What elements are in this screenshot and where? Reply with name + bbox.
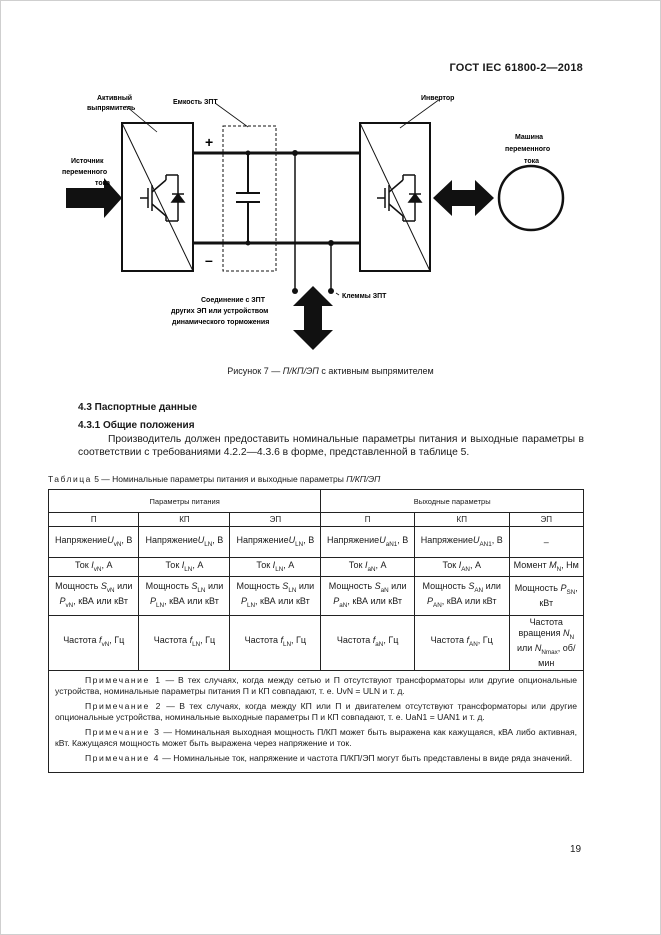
group-header-supply: Параметры питания	[47, 489, 322, 513]
table-cell: НапряжениеUAN1, В	[413, 526, 510, 558]
table-note: Примечание 2 — В тех случаях, когда межд…	[55, 700, 577, 722]
column-header: ЭП	[508, 512, 584, 527]
table-cell: Мощность SvN или PvN, кВА или кВт	[47, 576, 140, 616]
standard-header: ГОСТ IEC 61800-2—2018	[449, 62, 583, 74]
label-connection-1: Соединение с ЗПТ	[201, 297, 266, 304]
label-rectifier-2: выпрямитель	[87, 105, 136, 112]
label-connection-2: других ЭП или устройством	[171, 307, 268, 315]
body-paragraph: Производитель должен предоставить номина…	[78, 434, 584, 458]
table-cell: Частота fAN, Гц	[413, 615, 510, 671]
column-header: П	[320, 512, 415, 527]
column-header: КП	[413, 512, 510, 527]
column-header: П	[47, 512, 140, 527]
igbt-icon-inverter	[377, 174, 423, 222]
table-caption: Таблица 5 — Номинальные параметры питани…	[48, 474, 381, 484]
igbt-icon-rectifier	[140, 174, 186, 222]
table-cell: НапряжениеUvN, В	[47, 526, 140, 558]
label-plus: +	[205, 134, 213, 150]
table-cell: НапряжениеULN, В	[138, 526, 231, 558]
label-minus: –	[205, 252, 213, 268]
label-source-2: переменного	[62, 169, 107, 176]
figure-caption: Рисунок 7 — П/КП/ЭП с активным выпрямите…	[227, 366, 434, 376]
table-cell: Частота fLN, Гц	[229, 615, 322, 671]
table-cell: Мощность SAN или PAN, кВА или кВт	[413, 576, 510, 616]
parameters-table: Параметры питания Выходные параметры П К…	[47, 489, 584, 773]
label-machine-3: тока	[524, 158, 539, 165]
label-terminals: Клеммы ЗПТ	[342, 293, 387, 300]
section-title: 4.3 Паспортные данные	[78, 402, 198, 413]
table-cell: Ток ILN, А	[138, 557, 231, 577]
table-cell: Мощность SaN или PaN, кВА или кВт	[320, 576, 415, 616]
column-header: КП	[138, 512, 231, 527]
label-capacitor: Емкость ЗПТ	[173, 99, 218, 106]
table-cell: НапряжениеUaN1, В	[320, 526, 415, 558]
group-header-output: Выходные параметры	[320, 489, 584, 513]
label-rectifier-1: Активный	[97, 94, 132, 102]
label-inverter: Инвертор	[421, 95, 454, 102]
table-note: Примечание 1 — В тех случаях, когда межд…	[55, 674, 577, 696]
table-cell: Частота faN, Гц	[320, 615, 415, 671]
label-machine-1: Машина	[515, 134, 543, 141]
table-cell: –	[508, 526, 584, 558]
machine-icon	[497, 164, 565, 232]
machine-arrow	[433, 180, 494, 216]
connection-arrow	[293, 286, 333, 350]
page-number: 19	[570, 844, 582, 855]
table-cell: Ток IvN, А	[47, 557, 140, 577]
table-cell: Частота fLN, Гц	[138, 615, 231, 671]
column-header: ЭП	[229, 512, 322, 527]
table-notes: Примечание 1 — В тех случаях, когда межд…	[48, 669, 584, 773]
notes-container: Примечание 1 — В тех случаях, когда межд…	[55, 675, 577, 764]
capacitor-icon	[236, 153, 260, 243]
table-cell: НапряжениеULN, В	[229, 526, 322, 558]
table-cell: Мощность PSN, кВт	[508, 576, 584, 616]
label-connection-3: динамического торможения	[172, 319, 269, 326]
capacitor-dashed-box	[222, 125, 277, 272]
table-cell: Момент MN, Нм	[508, 557, 584, 577]
table-cell: Частота вращения NN или NNmax, об/мин	[508, 615, 584, 671]
table-cell: Частота fvN, Гц	[47, 615, 140, 671]
table-cell: Мощность SLN или PLN, кВА или кВт	[138, 576, 231, 616]
table-note: Примечание 4 — Номинальные ток, напряжен…	[85, 752, 573, 763]
label-source-1: Источник	[71, 158, 104, 165]
label-source-3: тока	[95, 180, 110, 187]
table-cell: Ток ILN, А	[229, 557, 322, 577]
label-machine-2: переменного	[505, 146, 550, 153]
source-arrow	[66, 178, 122, 218]
circuit-diagram: Активный выпрямитель Емкость ЗПТ Инверто…	[62, 94, 565, 350]
table-cell: Ток IaN, А	[320, 557, 415, 577]
table-cell: Ток IAN, А	[413, 557, 510, 577]
table-cell: Мощность SLN или PLN, кВА или кВт	[229, 576, 322, 616]
subsection-title: 4.3.1 Общие положения	[78, 420, 195, 431]
table-note: Примечание 3 — Номинальная выходная мощн…	[55, 726, 577, 748]
